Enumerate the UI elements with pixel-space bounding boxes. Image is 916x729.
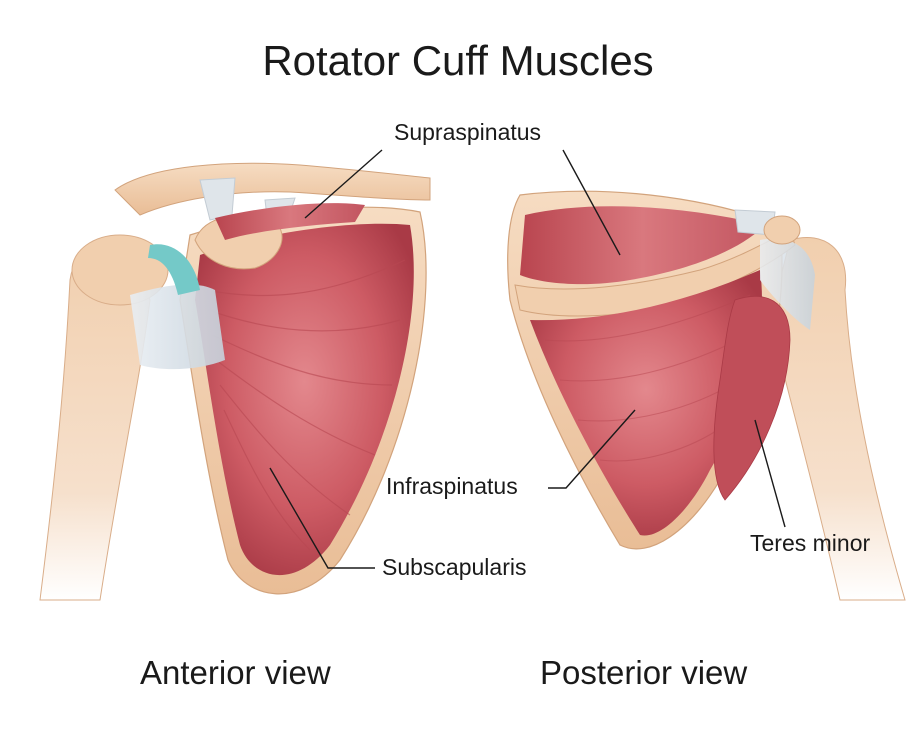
- anterior-humeral-head: [71, 234, 169, 306]
- infraspinatus-leader: [548, 409, 636, 489]
- glenoid-cartilage: [148, 244, 200, 295]
- infraspinatus-muscle: [530, 270, 762, 536]
- posterior-shoulder: [507, 190, 906, 601]
- infraspinatus-label: Infraspinatus: [386, 473, 518, 499]
- posterior-tendon: [760, 238, 815, 330]
- teres-minor-leader: [754, 419, 786, 528]
- acromion: [763, 215, 801, 245]
- diagram-title: Rotator Cuff Muscles: [262, 37, 654, 84]
- leader-lines: [269, 149, 786, 569]
- anterior-supraspinatus: [215, 203, 365, 240]
- coracoclavicular-ligament: [199, 177, 236, 221]
- teres-minor-label: Teres minor: [750, 530, 871, 556]
- posterior-humerus: [769, 236, 906, 601]
- posterior-supraspinatus: [520, 206, 765, 285]
- supraspinatus-leader-anterior: [304, 149, 383, 219]
- subscapularis-muscle: [195, 223, 414, 576]
- supraspinatus-leader-posterior: [562, 149, 621, 256]
- anterior-view-caption: Anterior view: [140, 654, 331, 691]
- supraspinatus-label: Supraspinatus: [394, 119, 542, 145]
- teres-minor-muscle: [713, 296, 791, 501]
- anterior-shoulder: [39, 162, 431, 601]
- subscapularis-leader: [269, 467, 375, 569]
- posterior-view-caption: Posterior view: [540, 654, 748, 691]
- subscapularis-fibers: [204, 259, 406, 551]
- anterior-tendon: [130, 284, 225, 370]
- subscapularis-label: Subscapularis: [382, 554, 527, 580]
